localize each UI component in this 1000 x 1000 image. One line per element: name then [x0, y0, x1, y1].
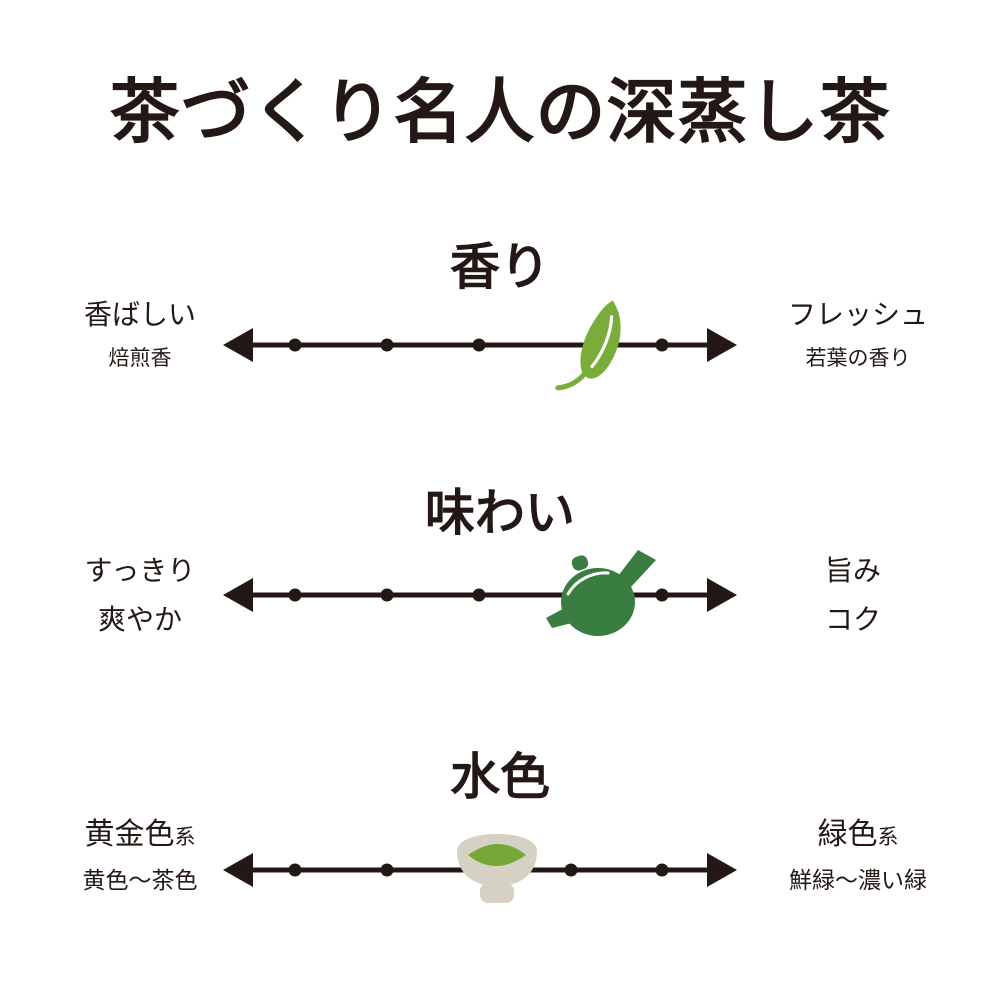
teacup-icon	[457, 834, 537, 903]
tick-dot	[380, 338, 394, 352]
tick-dot	[564, 863, 578, 877]
tick-dot	[655, 863, 669, 877]
right-arrow-icon	[707, 328, 737, 362]
liquor-heading: 水色	[450, 749, 550, 805]
liquor-left-label: 黄金色系 黄色〜茶色	[40, 814, 240, 895]
left-arrow-icon	[223, 328, 253, 362]
aroma-right-sub: 若葉の香り	[805, 347, 911, 370]
aroma-scale-axis	[223, 300, 737, 391]
left-arrow-icon	[223, 578, 253, 612]
tea-surface	[468, 844, 526, 866]
liquor-left-suffix: 系	[174, 826, 196, 849]
liquor-left-sub: 黄色〜茶色	[82, 867, 198, 893]
liquor-right-suffix: 系	[877, 826, 899, 849]
liquor-right-main: 緑色	[817, 818, 878, 851]
liquor-scale-axis	[223, 834, 737, 903]
tick-dot	[380, 588, 394, 602]
taste-right-sub: コク	[824, 604, 881, 635]
aroma-heading: 香り	[450, 239, 550, 295]
taste-right-main: 旨み	[824, 555, 881, 586]
liquor-right-sub: 鮮緑〜濃い緑	[789, 867, 927, 893]
product-title: 茶づくり名人の深蒸し茶	[109, 75, 891, 152]
aroma-left-sub: 焙煎香	[108, 347, 172, 370]
teapot-icon	[546, 550, 656, 636]
taste-right-label: 旨み コク	[763, 548, 943, 643]
taste-scale-axis	[223, 550, 737, 636]
aroma-left-main: 香ばしい	[83, 299, 196, 330]
taste-left-main: すっきり	[84, 555, 196, 586]
aroma-right-main: フレッシュ	[787, 299, 928, 330]
tick-dot	[288, 588, 302, 602]
tick-dot	[472, 338, 486, 352]
right-arrow-icon	[707, 853, 737, 887]
aroma-right-label: フレッシュ 若葉の香り	[763, 296, 953, 373]
taste-left-sub: 爽やか	[97, 604, 182, 635]
tick-dot	[288, 338, 302, 352]
leaf-icon	[555, 300, 621, 391]
left-arrow-icon	[223, 853, 253, 887]
liquor-right-label: 緑色系 鮮緑〜濃い緑	[758, 814, 958, 895]
tick-dot	[655, 338, 669, 352]
taste-left-label: すっきり 爽やか	[45, 548, 235, 643]
tick-dot	[380, 863, 394, 877]
tick-dot	[472, 588, 486, 602]
tick-dot	[288, 863, 302, 877]
tick-dot	[655, 588, 669, 602]
liquor-left-main: 黄金色	[84, 818, 175, 851]
right-arrow-icon	[707, 578, 737, 612]
taste-heading: 味わい	[425, 485, 575, 541]
aroma-left-label: 香ばしい 焙煎香	[45, 296, 235, 373]
